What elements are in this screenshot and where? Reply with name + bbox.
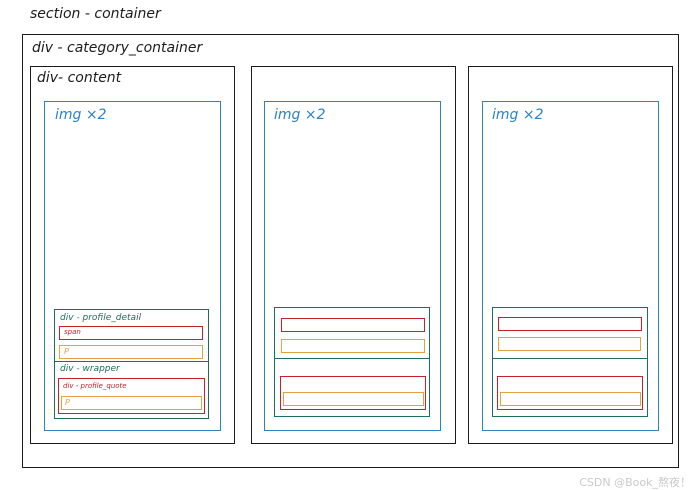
profile-quote-box-3 xyxy=(497,376,643,410)
span-box-1 xyxy=(59,326,203,340)
profile-detail-label-1: div - profile_detail xyxy=(60,313,142,323)
span-label-1: span xyxy=(64,328,81,336)
profile-quote-box-1 xyxy=(58,378,205,414)
img-label-3: img ×2 xyxy=(492,107,544,123)
p-box-3b xyxy=(500,392,641,406)
p-label-1b: P xyxy=(65,398,70,407)
profile-quote-label-1: div - profile_quote xyxy=(63,382,127,390)
category-container-box xyxy=(22,34,679,468)
wrapper-label-1: div - wrapper xyxy=(60,364,120,374)
img-box-1 xyxy=(44,101,221,431)
profile-quote-box-2 xyxy=(280,376,426,410)
span-box-2 xyxy=(281,318,425,332)
category-container-label: div - category_container xyxy=(32,40,203,56)
img-box-3 xyxy=(482,101,659,431)
p-box-1b xyxy=(61,396,202,410)
wrapper-box-3 xyxy=(492,358,648,417)
section-container-label: section - container xyxy=(30,6,161,22)
p-box-2b xyxy=(283,392,424,406)
p-label-1a: P xyxy=(64,347,69,356)
content-box-2 xyxy=(251,66,456,444)
content-box-1 xyxy=(30,66,235,444)
img-label-2: img ×2 xyxy=(274,107,326,123)
content-box-3 xyxy=(468,66,673,444)
p-box-1a xyxy=(59,345,203,359)
p-box-3a xyxy=(498,337,641,351)
content-label-1: div- content xyxy=(37,70,122,86)
img-label-1: img ×2 xyxy=(55,107,107,123)
wrapper-box-1 xyxy=(54,361,209,419)
p-box-2a xyxy=(281,339,425,353)
img-box-2 xyxy=(264,101,441,431)
wrapper-box-2 xyxy=(274,358,430,417)
span-box-3 xyxy=(498,317,642,331)
watermark-text: CSDN @Book_熬夜！ xyxy=(579,476,691,489)
